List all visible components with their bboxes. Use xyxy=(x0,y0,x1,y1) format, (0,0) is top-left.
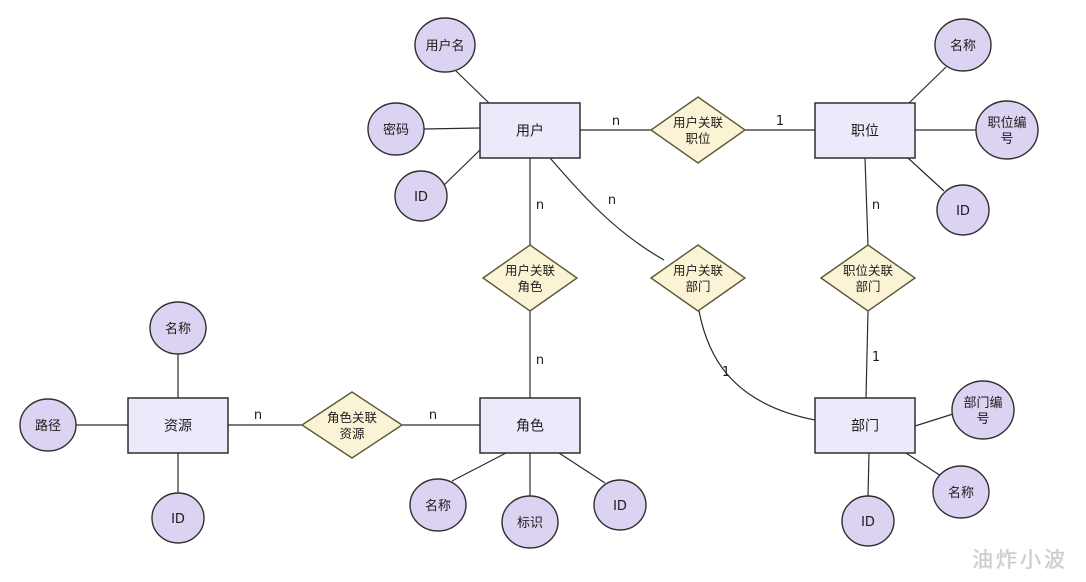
relation-label-user-position: 用户关联 xyxy=(673,115,724,130)
edge-password-user xyxy=(423,127,481,130)
cardinality-label-reluserrole-role: n xyxy=(536,353,544,368)
entity-position xyxy=(814,102,916,159)
attribute-user-id xyxy=(394,170,448,222)
relation-label-user-department: 部门 xyxy=(685,279,710,294)
attribute-label-resource-id: ID xyxy=(171,512,185,527)
cardinality-label-resource-relroleres: n xyxy=(254,408,262,423)
relation-label-user-role: 角色 xyxy=(517,279,543,294)
entity-resource xyxy=(127,397,229,454)
entity-label-resource: 资源 xyxy=(164,419,192,435)
edge-deptname-department xyxy=(905,452,942,477)
relation-label-position-department: 职位关联 xyxy=(843,263,894,278)
edge-posname-position xyxy=(908,66,947,104)
attribute-label-position-name: 名称 xyxy=(950,38,976,54)
relation-label-role-resource: 角色关联 xyxy=(327,410,378,425)
attribute-label-role-tag: 标识 xyxy=(517,516,543,531)
relation-user-role xyxy=(481,244,579,312)
attribute-user-username xyxy=(414,17,476,73)
attribute-label-position-no: 职位编 xyxy=(987,116,1026,131)
attribute-resource-id xyxy=(151,492,205,544)
attribute-position-id xyxy=(936,184,990,236)
attribute-role-name xyxy=(409,478,467,532)
edge-reluserdept-dept xyxy=(698,310,816,421)
entity-label-department: 部门 xyxy=(851,419,879,435)
edge-roleid-role xyxy=(558,452,606,484)
attribute-label-department-id: ID xyxy=(861,515,875,530)
edge-userid-user xyxy=(442,148,482,187)
relation-user-department xyxy=(649,244,747,312)
entity-user xyxy=(479,102,581,159)
attribute-department-no xyxy=(951,380,1015,440)
edge-relposdept-dept xyxy=(865,310,869,399)
cardinality-label-user-reluserdept: n xyxy=(608,193,616,208)
relation-user-position xyxy=(649,96,747,164)
attribute-user-password xyxy=(367,102,425,156)
attribute-department-id xyxy=(841,495,895,547)
cardinality-label-user-reluserrole: n xyxy=(536,198,544,213)
entity-department xyxy=(814,397,916,454)
attribute-position-name xyxy=(934,18,992,72)
attribute-label-user-username: 用户名 xyxy=(425,38,464,54)
relation-label-role-resource: 资源 xyxy=(339,426,365,441)
attribute-position-no xyxy=(975,100,1039,160)
edge-position-relposdept xyxy=(864,157,869,246)
cardinality-label-relroleres-role: n xyxy=(429,408,437,423)
cardinality-label-reluserpos-position: 1 xyxy=(776,114,784,129)
edge-user-reluserdept xyxy=(549,157,665,261)
watermark-text: 油炸小波 xyxy=(972,548,1068,572)
cardinality-label-position-relposdept: n xyxy=(872,198,880,213)
edge-deptno-department xyxy=(914,413,954,427)
edge-rolename-role xyxy=(451,452,507,482)
relation-label-user-department: 用户关联 xyxy=(673,263,724,278)
cardinality-label-user-reluserpos: n xyxy=(612,114,620,129)
relation-label-position-department: 部门 xyxy=(855,279,880,294)
attribute-label-resource-path: 路径 xyxy=(35,418,61,434)
attribute-label-resource-name: 名称 xyxy=(165,321,191,337)
relation-role-resource xyxy=(300,391,404,459)
attribute-label-department-name: 名称 xyxy=(948,485,974,501)
attribute-label-position-id: ID xyxy=(956,204,970,219)
attribute-resource-name xyxy=(149,301,207,355)
attribute-label-department-no: 号 xyxy=(976,412,989,427)
entity-role xyxy=(479,397,581,454)
cardinality-label-reluserdept-dept: 1 xyxy=(722,365,730,380)
attribute-role-id xyxy=(593,479,647,531)
edge-username-user xyxy=(455,70,490,104)
relation-position-department xyxy=(819,244,917,312)
edge-posid-position xyxy=(907,157,945,192)
attribute-department-name xyxy=(932,465,990,519)
relation-label-user-position: 职位 xyxy=(685,131,710,146)
attribute-role-tag xyxy=(501,495,559,549)
entity-label-role: 角色 xyxy=(516,418,544,435)
entity-label-user: 用户 xyxy=(516,123,544,140)
attribute-label-department-no: 部门编 xyxy=(963,396,1002,411)
attribute-resource-path xyxy=(19,398,77,452)
entity-label-position: 职位 xyxy=(851,124,879,140)
attribute-label-position-no: 号 xyxy=(1000,132,1013,147)
attribute-label-role-name: 名称 xyxy=(425,498,451,514)
attribute-label-user-password: 密码 xyxy=(383,122,409,138)
cardinality-label-relposdept-dept: 1 xyxy=(872,350,880,365)
relation-label-user-role: 用户关联 xyxy=(505,263,556,278)
attribute-label-user-id: ID xyxy=(414,190,428,205)
edge-deptid-department xyxy=(867,452,870,497)
attribute-label-role-id: ID xyxy=(613,499,627,514)
